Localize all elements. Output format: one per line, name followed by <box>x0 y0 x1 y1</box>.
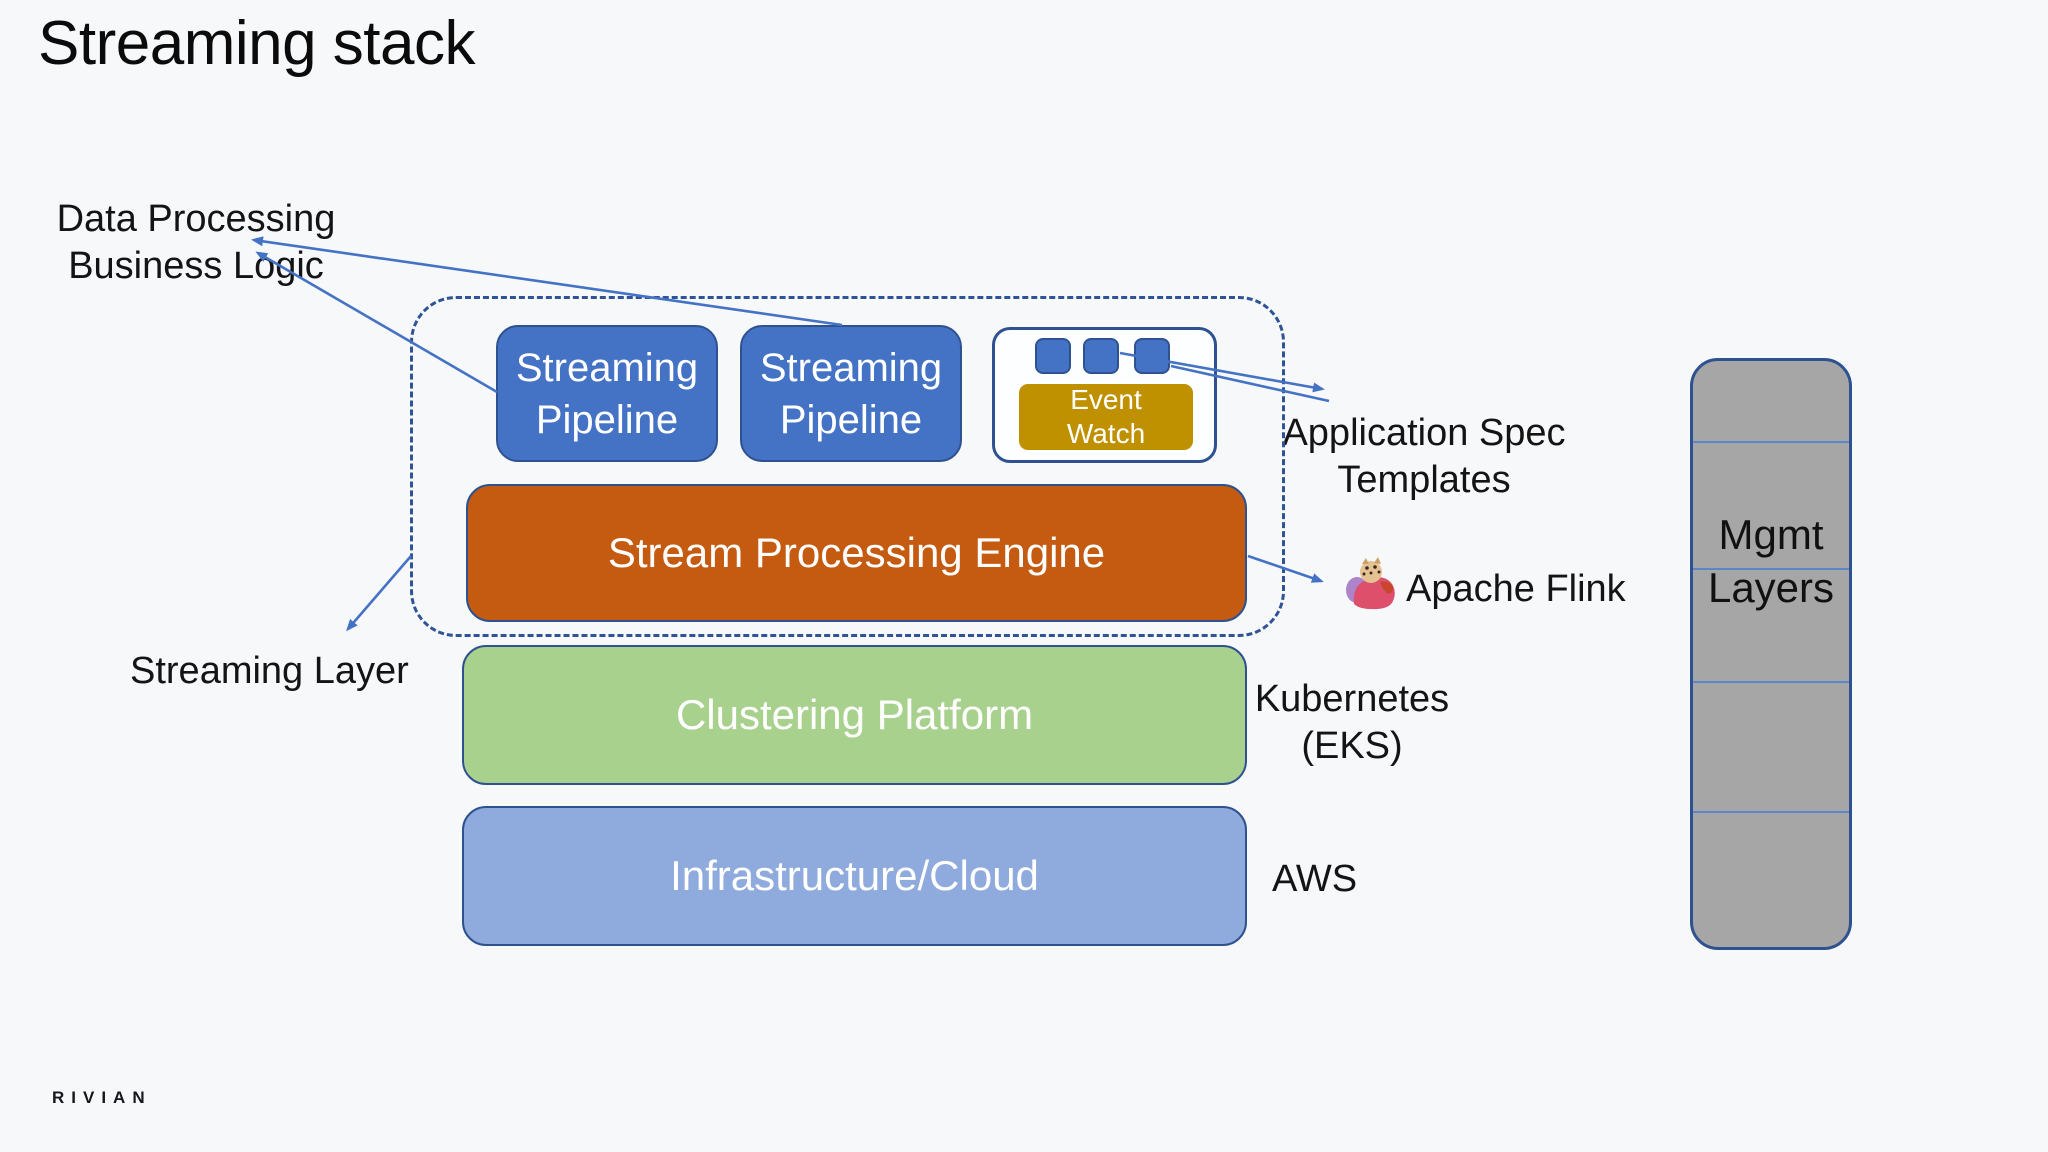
label-aws: AWS <box>1272 858 1358 900</box>
infrastructure-cloud-label: Infrastructure/Cloud <box>670 852 1039 899</box>
arrow-container-to-streaming-layer <box>346 555 412 632</box>
mgmt-divider-1 <box>1693 441 1849 443</box>
label-data-processing-line1: Data Processing <box>56 198 336 240</box>
event-watch-line2: Watch <box>1066 418 1146 449</box>
streaming-pipeline-box-2: Streaming Pipeline <box>740 325 962 462</box>
mgmt-layers-line1: Mgmt <box>1718 511 1824 558</box>
clustering-platform-box: Clustering Platform <box>462 645 1247 785</box>
label-kubernetes-eks: Kubernetes (EKS) <box>1202 676 1502 770</box>
event-square-icon-3 <box>1134 338 1170 374</box>
mgmt-divider-3 <box>1693 681 1849 683</box>
event-watch-box: Event Watch <box>1016 381 1196 453</box>
rivian-logo: RIVIAN <box>52 1088 152 1107</box>
label-streaming-layer: Streaming Layer <box>130 650 409 692</box>
label-kubernetes-line1: Kubernetes <box>1254 678 1450 720</box>
streaming-pipeline-1-line1: Streaming <box>515 345 699 390</box>
streaming-pipeline-1-line2: Pipeline <box>535 397 679 442</box>
event-square-icon-2 <box>1083 338 1119 374</box>
label-application-spec-templates: Application Spec Templates <box>1274 410 1574 504</box>
stream-processing-engine-box: Stream Processing Engine <box>466 484 1247 622</box>
infrastructure-cloud-box: Infrastructure/Cloud <box>462 806 1247 946</box>
streaming-pipeline-2-line1: Streaming <box>759 345 943 390</box>
event-watch-line1: Event <box>1070 384 1142 416</box>
apache-flink-squirrel-icon <box>1346 557 1395 610</box>
label-data-processing-business-logic: Data Processing Business Logic <box>46 196 346 290</box>
mgmt-layers-box: Mgmt Layers <box>1690 358 1852 950</box>
label-data-processing-line2: Business Logic <box>68 245 324 288</box>
stream-processing-engine-label: Stream Processing Engine <box>607 529 1106 576</box>
label-application-spec-line2: Templates <box>1337 459 1511 502</box>
mgmt-divider-2 <box>1693 568 1849 570</box>
label-kubernetes-line2: (EKS) <box>1301 725 1403 768</box>
streaming-layer-dashed-container <box>410 296 1285 637</box>
label-application-spec-line1: Application Spec <box>1282 412 1566 454</box>
page-title: Streaming stack <box>38 9 476 78</box>
mgmt-layers-label: Mgmt Layers <box>1693 509 1849 614</box>
streaming-pipeline-2-line2: Pipeline <box>779 397 923 442</box>
clustering-platform-label: Clustering Platform <box>675 691 1034 738</box>
label-apache-flink: Apache Flink <box>1406 568 1626 610</box>
mgmt-layers-line2: Layers <box>1707 563 1835 611</box>
event-square-icon-1 <box>1035 338 1071 374</box>
streaming-pipeline-box-1: Streaming Pipeline <box>496 325 718 462</box>
event-watch-container: Event Watch <box>992 327 1217 463</box>
mgmt-divider-4 <box>1693 811 1849 813</box>
